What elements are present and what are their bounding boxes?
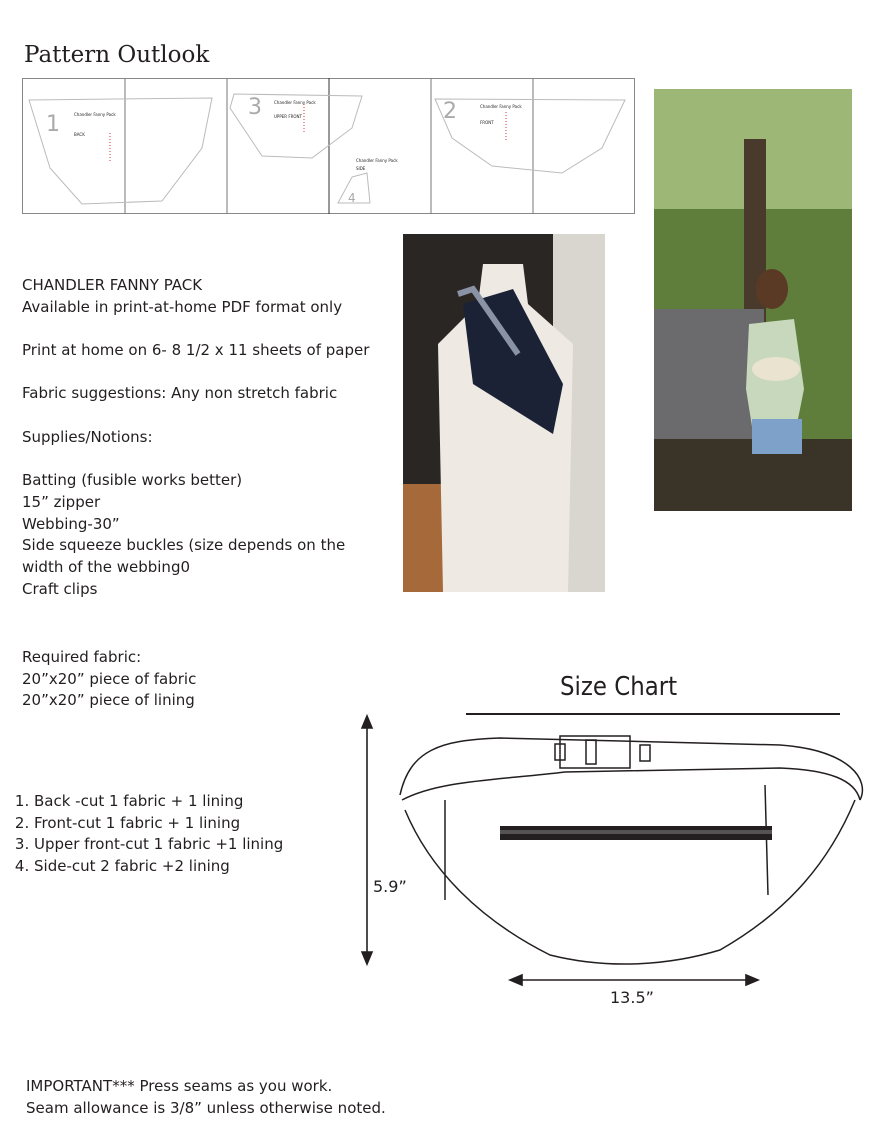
width-arrow — [507, 973, 761, 987]
piece-number: 4 — [348, 191, 356, 205]
required-fabric-section: Required fabric: 20”x20” piece of fabric… — [22, 647, 196, 712]
supply-item: Webbing-30” — [22, 514, 120, 533]
supply-item: width of the webbing0 — [22, 557, 191, 576]
required-item: 20”x20” piece of lining — [22, 691, 195, 710]
supply-item: Side squeeze buckles (size depends on th… — [22, 536, 346, 555]
cut-list: Back -cut 1 fabric + 1 lining Front-cut … — [0, 791, 283, 878]
required-heading: Required fabric: — [22, 648, 142, 666]
supply-item: 15” zipper — [22, 492, 101, 511]
svg-text:FRONT: FRONT — [480, 120, 494, 125]
availability-text: Available in print-at-home PDF format on… — [22, 297, 343, 316]
svg-text:Chandler Fanny Pack: Chandler Fanny Pack — [274, 100, 316, 105]
svg-text:BACK: BACK — [74, 132, 85, 137]
footer-notes: IMPORTANT*** Press seams as you work. Se… — [26, 1076, 386, 1119]
fanny-pack-outline — [399, 735, 864, 965]
print-text: Print at home on 6- 8 1/2 x 11 sheets of… — [22, 341, 370, 360]
piece-number: 2 — [443, 99, 457, 124]
width-label: 13.5” — [610, 988, 654, 1007]
size-chart-title: Size Chart — [560, 672, 678, 702]
supplies-heading: Supplies/Notions: — [22, 427, 153, 446]
page-title: Pattern Outlook — [24, 42, 210, 68]
svg-text:UPPER FRONT: UPPER FRONT — [274, 114, 303, 119]
product-name: CHANDLER FANNY PACK — [22, 276, 203, 294]
cut-list-item: Upper front-cut 1 fabric +1 lining — [34, 834, 283, 856]
size-chart-drawing: 5.9” 13.5” — [360, 713, 864, 1007]
svg-text:Chandler Fanny Pack: Chandler Fanny Pack — [74, 112, 116, 117]
cut-list-item: Back -cut 1 fabric + 1 lining — [34, 791, 283, 813]
cut-list-item: Front-cut 1 fabric + 1 lining — [34, 813, 283, 835]
height-arrow — [360, 713, 374, 967]
supply-item: Batting (fusible works better) — [22, 471, 243, 490]
piece-number: 3 — [248, 95, 262, 120]
mannequin-photo — [403, 234, 605, 592]
seam-allowance-note: Seam allowance is 3/8” unless otherwise … — [26, 1098, 386, 1117]
supply-item: Craft clips — [22, 579, 98, 598]
child-wearing-fanny-pack-photo — [654, 89, 852, 511]
important-note: IMPORTANT*** Press seams as you work. — [26, 1077, 333, 1095]
fabric-suggestions: Fabric suggestions: Any non stretch fabr… — [22, 384, 338, 403]
required-item: 20”x20” piece of fabric — [22, 669, 197, 688]
height-label: 5.9” — [373, 877, 407, 896]
svg-text:SIDE: SIDE — [356, 166, 366, 171]
piece-number: 1 — [46, 112, 60, 137]
intro-section: CHANDLER FANNY PACK Available in print-a… — [22, 275, 369, 600]
svg-text:Chandler Fanny Pack: Chandler Fanny Pack — [480, 104, 522, 109]
cut-list-item: Side-cut 2 fabric +2 lining — [34, 856, 283, 878]
svg-text:Chandler Fanny Pack: Chandler Fanny Pack — [356, 158, 398, 163]
